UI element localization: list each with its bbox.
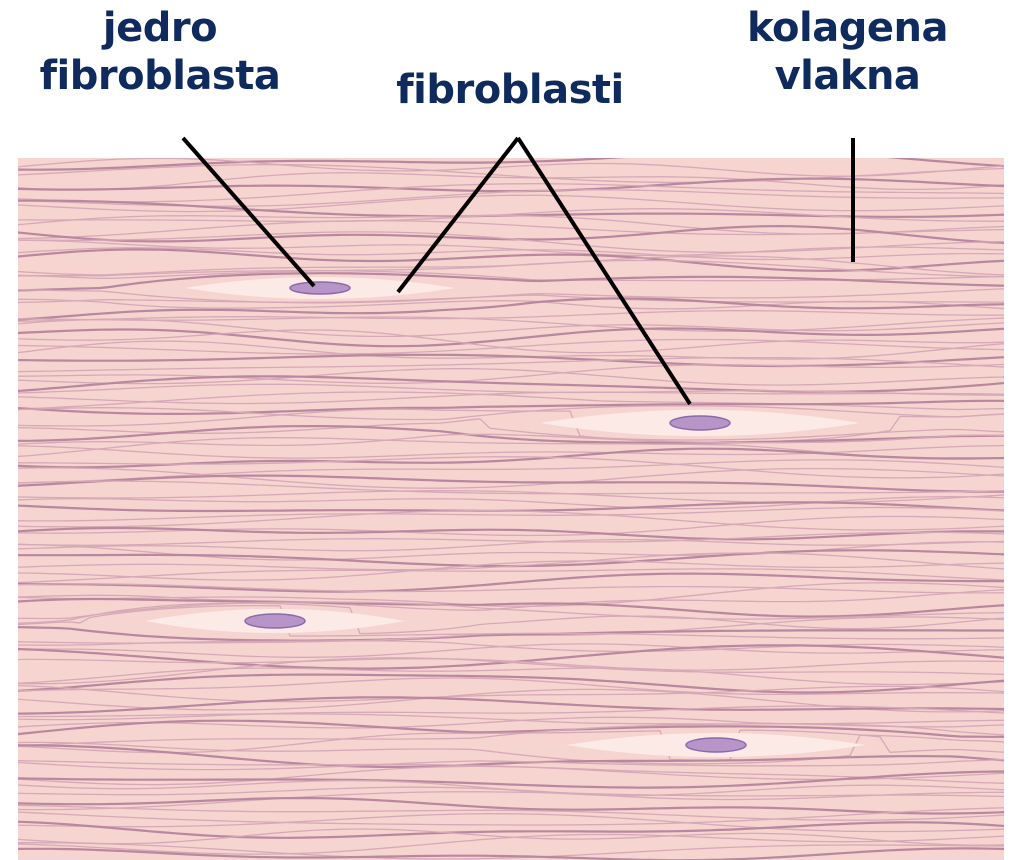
fibroblast-nucleus: [245, 614, 305, 628]
fibroblast-nucleus: [686, 738, 746, 752]
fibroblast-nucleus: [670, 416, 730, 430]
fibroblast-nucleus: [290, 282, 350, 294]
